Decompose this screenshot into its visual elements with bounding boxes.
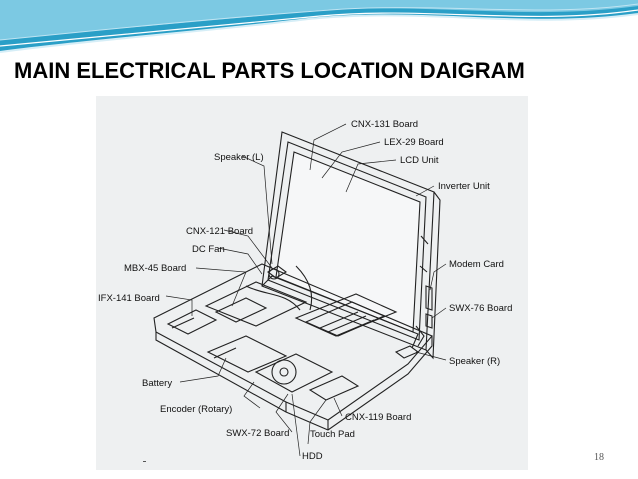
label-cnx-119-board: CNX-119 Board <box>345 412 411 423</box>
label-inverter-unit: Inverter Unit <box>438 181 490 192</box>
label-lex-29-board: LEX-29 Board <box>384 137 444 148</box>
laptop-parts-diagram: CNX-131 Board LEX-29 Board Speaker (L) L… <box>98 119 512 462</box>
label-touch-pad: Touch Pad <box>310 429 355 440</box>
label-cnx-131-board: CNX-131 Board <box>351 119 418 130</box>
label-battery: Battery <box>142 378 172 389</box>
label-lcd-unit: LCD Unit <box>400 155 439 166</box>
label-swx-76-board: SWX-76 Board <box>449 303 512 314</box>
label-dc-fan: DC Fan <box>192 244 225 255</box>
label-ifx-141-board: IFX-141 Board <box>98 293 160 304</box>
footer-dash <box>143 461 146 462</box>
label-speaker-left: Speaker (L) <box>214 152 264 163</box>
label-mbx-45-board: MBX-45 Board <box>124 263 186 274</box>
laptop-drawing <box>153 131 441 431</box>
header-wave-decoration <box>0 0 638 53</box>
leader-lines <box>165 123 447 457</box>
slide-page-number: 18 <box>594 452 604 463</box>
label-modem-card: Modem Card <box>449 259 504 270</box>
label-cnx-121-board: CNX-121 Board <box>186 226 253 237</box>
label-speaker-right: Speaker (R) <box>449 356 500 367</box>
label-swx-72-board: SWX-72 Board <box>226 428 289 439</box>
label-encoder-rotary: Encoder (Rotary) <box>160 404 232 415</box>
label-hdd: HDD <box>302 451 323 462</box>
slide-title: MAIN ELECTRICAL PARTS LOCATION DAIGRAM <box>14 58 525 83</box>
